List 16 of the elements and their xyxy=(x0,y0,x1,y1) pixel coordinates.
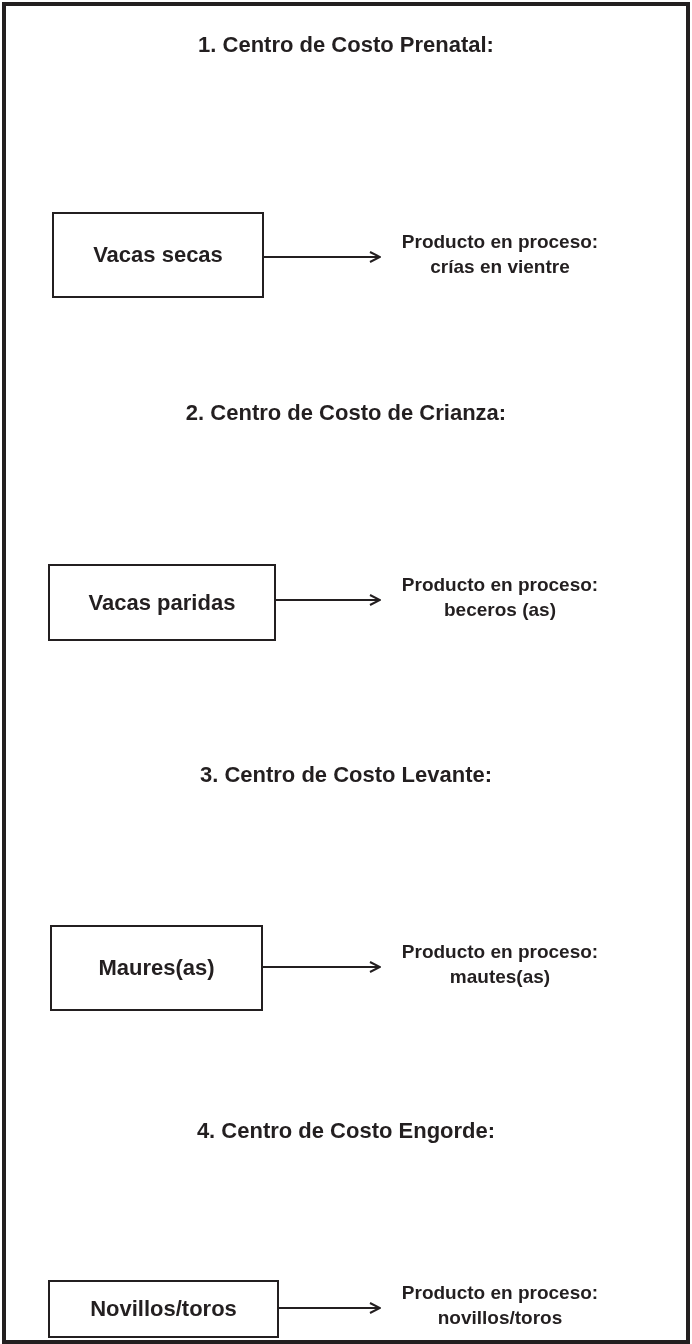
process-box: Vacas paridas xyxy=(48,564,276,641)
process-box: Maures(as) xyxy=(50,925,263,1011)
product-text: Producto en proceso: beceros (as) xyxy=(380,565,620,631)
process-box: Vacas secas xyxy=(52,212,264,298)
arrow xyxy=(278,1302,381,1314)
arrow xyxy=(263,251,381,263)
product-text: Producto en proceso: mautes(as) xyxy=(380,932,620,998)
arrow xyxy=(275,594,381,606)
product-text: Producto en proceso: novillos/toros xyxy=(380,1276,620,1336)
product-text: Producto en proceso: crías en vientre xyxy=(380,222,620,288)
section-heading: 4. Centro de Costo Engorde: xyxy=(195,1118,497,1144)
arrow xyxy=(262,961,381,973)
section-heading: 1. Centro de Costo Prenatal: xyxy=(197,32,495,58)
section-heading: 3. Centro de Costo Levante: xyxy=(198,762,494,788)
section-heading: 2. Centro de Costo de Crianza: xyxy=(184,400,508,426)
process-box: Novillos/toros xyxy=(48,1280,279,1338)
